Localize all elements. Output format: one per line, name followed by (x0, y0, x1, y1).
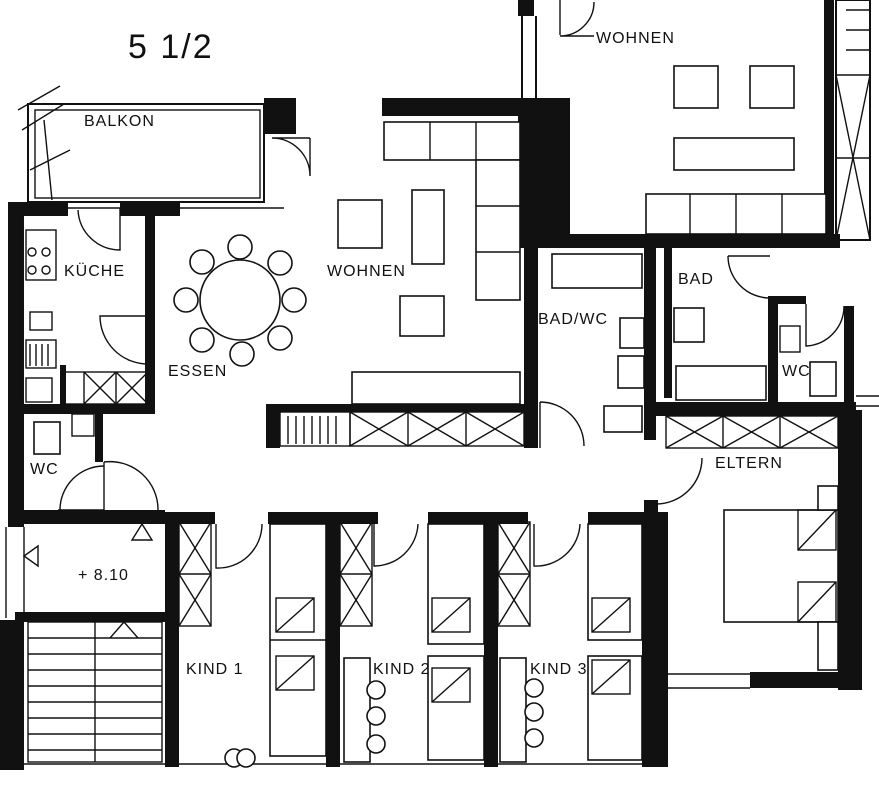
floor-level: + 8.10 (78, 567, 129, 584)
walls (0, 0, 862, 770)
room-label-wohnen-upper: WOHNEN (596, 30, 675, 47)
plan-title: 5 1/2 (128, 28, 214, 66)
built-in-cupboards (61, 371, 839, 627)
room-label-balkon: BALKON (84, 113, 155, 130)
room-label-eltern: ELTERN (715, 455, 783, 472)
room-label-wc-left: WC (30, 461, 59, 478)
room-label-kind1: KIND 1 (186, 661, 244, 678)
room-label-kind2: KIND 2 (373, 661, 431, 678)
room-label-essen: ESSEN (168, 363, 228, 380)
room-label-kind3: KIND 3 (530, 661, 588, 678)
room-label-kueche: KÜCHE (64, 263, 126, 280)
windows-and-thin-lines (5, 0, 879, 765)
room-label-wohnen: WOHNEN (327, 263, 406, 280)
furniture (17, 65, 839, 768)
room-label-wc-right: WC (782, 363, 811, 380)
room-label-bad-wc: BAD/WC (538, 311, 608, 328)
room-label-bad: BAD (678, 271, 714, 288)
doors (58, 1, 845, 569)
